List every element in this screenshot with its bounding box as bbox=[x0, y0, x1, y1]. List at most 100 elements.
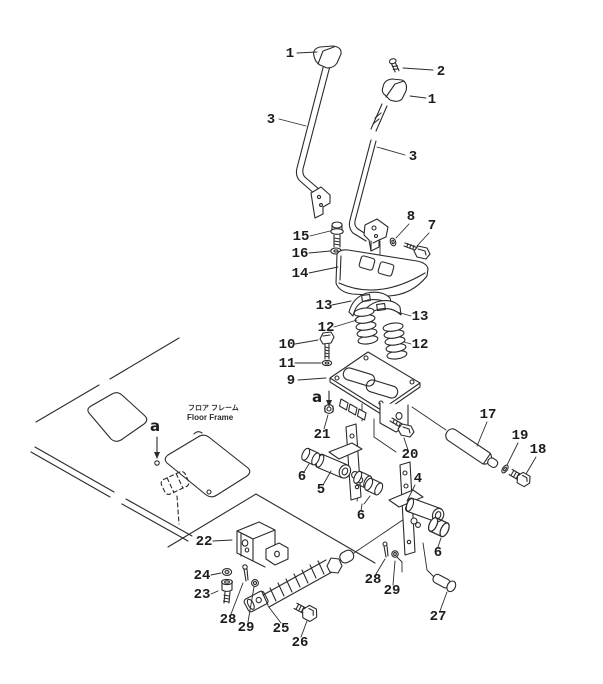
callout-27: 27 bbox=[430, 591, 448, 625]
callout-12: 12 bbox=[403, 337, 429, 353]
callout-label: 7 bbox=[428, 218, 436, 234]
callout-label: 6 bbox=[298, 469, 306, 485]
callout-label: 25 bbox=[273, 621, 290, 637]
view-marker-layer: aa bbox=[150, 388, 332, 459]
callout-layer: 1213387151614131312121011921206564171918… bbox=[194, 46, 547, 651]
callout-2: 2 bbox=[402, 64, 445, 80]
callout-13: 13 bbox=[396, 309, 429, 325]
lever-rod-left bbox=[295, 63, 331, 196]
callout-28: 28 bbox=[365, 558, 386, 588]
callout-label: 5 bbox=[317, 482, 325, 498]
callout-label: 13 bbox=[412, 309, 429, 325]
callout-17: 17 bbox=[476, 407, 497, 447]
callout-28: 28 bbox=[220, 582, 244, 628]
hidden-nut-block bbox=[160, 471, 190, 495]
callout-15: 15 bbox=[293, 229, 331, 245]
assembly-connector-lines bbox=[347, 240, 447, 578]
callout-label: 16 bbox=[292, 246, 309, 262]
callout-21: 21 bbox=[314, 414, 330, 443]
view-marker-label: a bbox=[150, 417, 160, 435]
callout-label: 3 bbox=[409, 149, 417, 165]
knob-screw bbox=[388, 58, 400, 73]
callout-10: 10 bbox=[279, 337, 319, 353]
callout-label: 28 bbox=[365, 572, 382, 588]
floor-frame-label-jp: フロア フレーム bbox=[188, 404, 239, 412]
callout-label: 19 bbox=[512, 428, 529, 444]
callout-11: 11 bbox=[279, 356, 322, 372]
callout-label: 24 bbox=[194, 568, 211, 584]
callout-24: 24 bbox=[194, 568, 222, 584]
lever-knob-right bbox=[381, 78, 408, 102]
callout-label: 8 bbox=[407, 209, 415, 225]
callout-26: 26 bbox=[292, 620, 308, 651]
callout-label: 29 bbox=[238, 620, 255, 636]
lever-base-left bbox=[310, 186, 331, 219]
callout-3: 3 bbox=[267, 112, 307, 128]
rod-17 bbox=[445, 428, 499, 468]
spring-12-right bbox=[382, 322, 408, 360]
pin-27 bbox=[432, 573, 457, 593]
bolt-10 bbox=[319, 331, 335, 360]
callout-label: 15 bbox=[293, 229, 310, 245]
callout-6: 6 bbox=[434, 537, 442, 561]
callout-19: 19 bbox=[506, 428, 529, 466]
floor-frame: フロア フレーム Floor Frame bbox=[30, 337, 376, 564]
callout-18: 18 bbox=[525, 442, 547, 475]
lever-knob-left bbox=[313, 45, 342, 69]
callout-label: 23 bbox=[194, 587, 211, 603]
callout-4: 4 bbox=[406, 471, 422, 502]
callout-label: 14 bbox=[292, 266, 309, 282]
washer-11 bbox=[321, 359, 333, 367]
callout-1: 1 bbox=[286, 46, 318, 62]
cotter-pin-28-left bbox=[242, 564, 249, 582]
callout-1: 1 bbox=[409, 92, 436, 108]
washer-24 bbox=[221, 568, 233, 576]
bracket-22 bbox=[236, 521, 289, 568]
callout-label: 13 bbox=[316, 298, 333, 314]
callout-16: 16 bbox=[292, 246, 331, 262]
callout-label: 27 bbox=[430, 609, 447, 625]
callout-22: 22 bbox=[196, 534, 233, 550]
callout-3: 3 bbox=[376, 146, 417, 165]
callout-14: 14 bbox=[292, 266, 339, 282]
floor-frame-label-en: Floor Frame bbox=[187, 413, 234, 422]
callout-29: 29 bbox=[238, 586, 255, 636]
callout-label: 18 bbox=[530, 442, 547, 458]
callout-label: 20 bbox=[402, 447, 419, 463]
callout-label: 6 bbox=[357, 508, 365, 524]
lever-rod-right bbox=[348, 103, 388, 242]
view-marker-a: a bbox=[150, 417, 160, 459]
callout-25: 25 bbox=[267, 605, 290, 637]
bolt-15 bbox=[330, 221, 344, 248]
washer-19 bbox=[501, 464, 509, 474]
cotter-pin-28-right bbox=[382, 541, 389, 558]
callout-label: 12 bbox=[412, 337, 429, 353]
bolt-20 bbox=[389, 417, 415, 438]
callout-label: 29 bbox=[384, 583, 401, 599]
callout-label: 22 bbox=[196, 534, 213, 550]
floor-opening-right bbox=[164, 434, 251, 498]
washer-8 bbox=[389, 237, 397, 247]
callout-6: 6 bbox=[298, 463, 310, 485]
callout-label: 1 bbox=[286, 46, 294, 62]
callout-8: 8 bbox=[395, 209, 415, 239]
view-marker-label: a bbox=[312, 388, 322, 406]
callout-label: 1 bbox=[428, 92, 436, 108]
cover-plate-14 bbox=[335, 249, 429, 297]
callout-label: 17 bbox=[480, 407, 497, 423]
callout-label: 2 bbox=[437, 64, 445, 80]
bolt-26 bbox=[293, 602, 318, 623]
arrowhead-icon bbox=[326, 400, 332, 407]
callout-label: 12 bbox=[318, 320, 335, 336]
callout-6: 6 bbox=[357, 503, 365, 524]
callout-5: 5 bbox=[317, 470, 332, 498]
callout-12: 12 bbox=[318, 319, 358, 336]
floor-opening-left bbox=[87, 392, 148, 442]
arrowhead-icon bbox=[154, 452, 160, 459]
view-marker-a: a bbox=[312, 388, 332, 407]
callout-13: 13 bbox=[316, 298, 352, 314]
callout-label: 9 bbox=[287, 373, 295, 389]
lever-base-right bbox=[363, 218, 389, 252]
